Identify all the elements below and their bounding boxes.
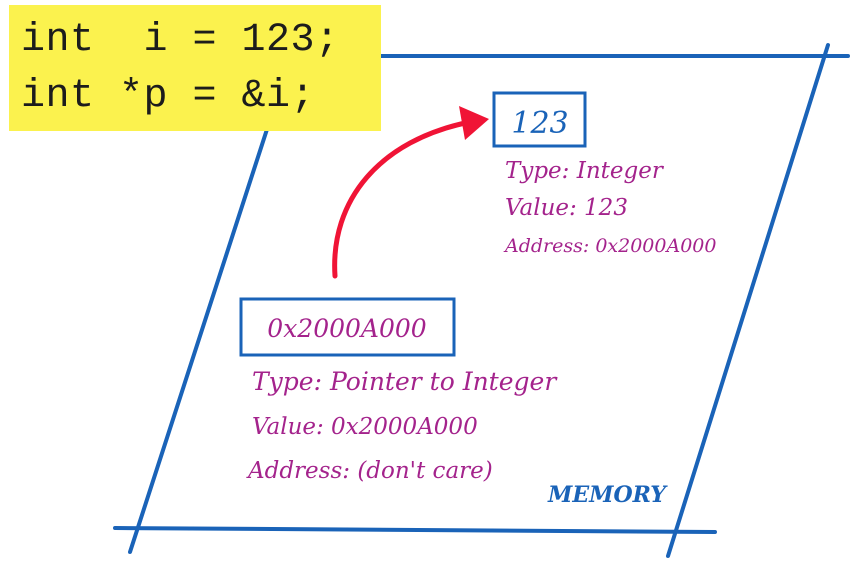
code-sticky-note: int i = 123; int *p = &i;	[9, 5, 381, 131]
target-value-text: 123	[511, 106, 568, 141]
pointer-value-annotation: Value: 0x2000A000	[252, 414, 478, 440]
pointer-arrow-head	[459, 106, 489, 140]
memory-frame-bottom-edge	[113, 526, 717, 534]
memory-frame	[113, 43, 850, 558]
pointer-value-box	[239, 297, 456, 357]
code-line-int-declaration: int i = 123;	[21, 18, 340, 63]
pointer-type-annotation: Type: Pointer to Integer	[252, 367, 558, 396]
code-line-pointer-declaration: int *p = &i;	[21, 74, 316, 119]
target-value-box	[492, 91, 587, 148]
target-type-annotation: Type: Integer	[505, 158, 665, 184]
memory-label: MEMORY	[547, 482, 668, 508]
memory-frame-right-edge	[666, 43, 830, 558]
pointer-arrow	[332, 119, 473, 279]
target-address-annotation: Address: 0x2000A000	[503, 235, 716, 257]
target-value-annotation: Value: 123	[505, 195, 628, 221]
pointer-value-text: 0x2000A000	[267, 314, 426, 343]
pointer-address-annotation: Address: (don't care)	[246, 458, 493, 484]
memory-frame-left-edge	[128, 118, 272, 554]
